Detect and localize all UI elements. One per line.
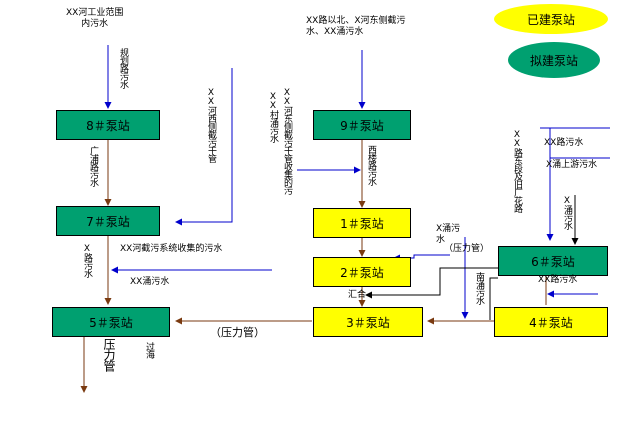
legend-built: 已建泵站 — [494, 4, 608, 34]
label-top-mid: XX路以北、X河东侧截污 水、XX涌污水 — [306, 16, 406, 37]
legend-planned-label: 拟建泵站 — [529, 53, 578, 68]
legend-built-label: 已建泵站 — [526, 12, 575, 27]
label-xx-chong: XX涌污水 — [130, 277, 170, 287]
label-x-system: XX河截污系统收集的污水 — [120, 244, 223, 254]
label-nanyong: 南涌污水 — [474, 272, 484, 304]
label-combine: 汇合 — [348, 290, 367, 300]
label-guangpu-road: 广浦路污水 — [88, 146, 98, 186]
label-x-chong-up: X涌上游污水 — [546, 160, 598, 170]
label-xx-road-2: XX路污水 — [538, 275, 578, 285]
station-7: 7＃泵站 — [56, 206, 160, 236]
station-3: 3＃泵站 — [313, 307, 423, 337]
label-guihua-road: 规划路污水 — [118, 48, 128, 88]
station-1: 1＃泵站 — [313, 208, 411, 238]
label-x-chong-right: X涌污水 — [562, 196, 572, 229]
label-x-road: X路污水 — [82, 244, 92, 277]
label-guohai: 过海 — [144, 342, 154, 358]
station-5: 5＃泵站 — [52, 307, 170, 337]
label-top-left: XX河工业范围 内污水 — [66, 8, 124, 29]
station-8: 8＃泵站 — [56, 110, 160, 140]
label-pressure-out: 压力管 — [102, 338, 116, 371]
label-pressure-main: （压力管） — [210, 326, 265, 339]
legend-planned: 拟建泵站 — [508, 42, 600, 78]
station-6: 6＃泵站 — [498, 246, 608, 276]
label-x-chong-mid: X涌污 水 — [436, 224, 461, 245]
station-9: 9＃泵站 — [313, 110, 411, 140]
label-west-trunk: XX河西侧截污干管 — [206, 88, 216, 162]
flow-6-to-3 — [365, 267, 498, 299]
label-xx-road-right: XX路污水 — [544, 138, 584, 148]
label-pressure-small: （压力管） — [444, 244, 490, 254]
flow-nanyong — [489, 277, 498, 320]
flow-west-trunk-to-7 — [175, 68, 233, 226]
label-east-trunk: XX河东侧截污干管收集的污 — [282, 88, 292, 194]
station-4: 4＃泵站 — [494, 307, 608, 337]
station-2: 2＃泵站 — [313, 257, 411, 287]
label-east-area: XX路东段及旧厂花路 — [512, 130, 522, 212]
label-west-road: 西楼路污水 — [366, 145, 376, 185]
label-east-trunk-b: XX村涌污水 — [268, 92, 278, 142]
